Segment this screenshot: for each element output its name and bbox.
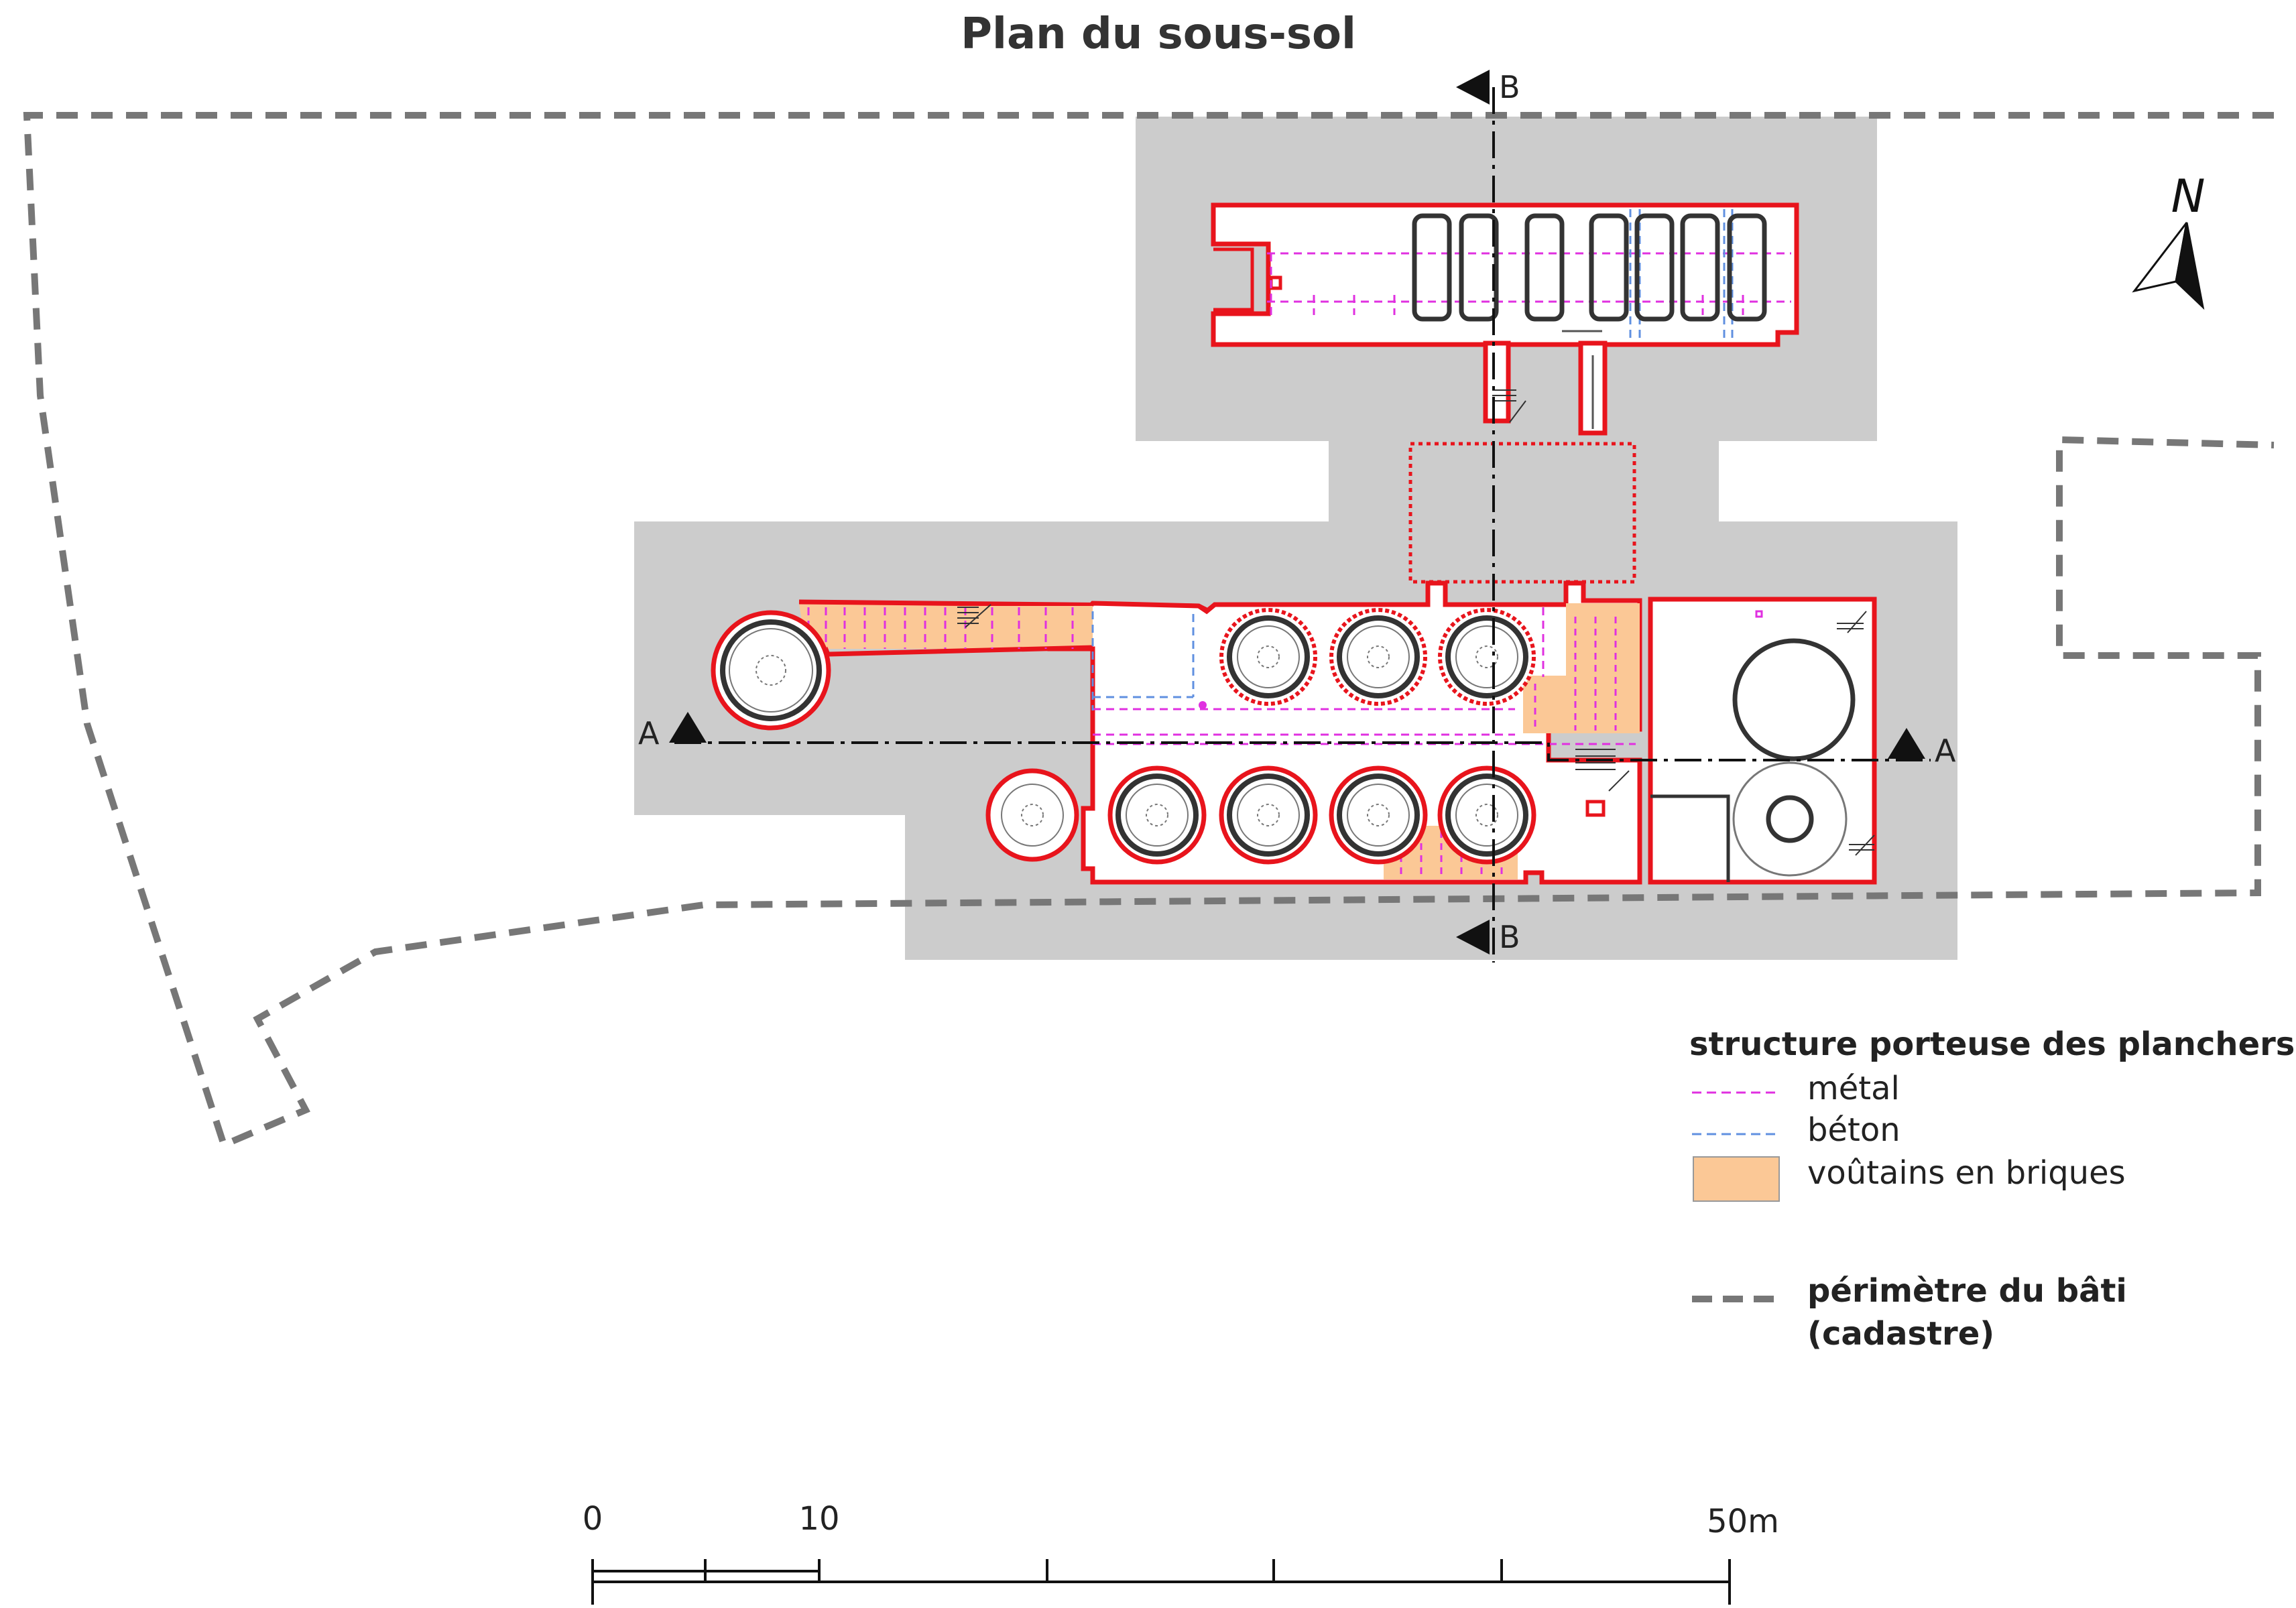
scale-bar: [591, 1559, 1731, 1605]
south-concrete-beams: [1091, 611, 1195, 710]
east-room: [1648, 597, 1877, 885]
north-tanks: [1412, 213, 1767, 322]
cadastre-perimeter: [23, 112, 2275, 1150]
section-label-b-bottom: B: [1499, 919, 1520, 955]
scale-label-0: 0: [583, 1500, 603, 1538]
legend-heading: structure porteuse des planchers: [1689, 1026, 2295, 1063]
round-tank: [1329, 765, 1428, 865]
stair-icon: [1837, 611, 1875, 856]
round-tank: [711, 610, 831, 731]
stair-icon: [957, 604, 991, 628]
brick-vault-ribs: [1400, 617, 1617, 878]
section-label-a-right: A: [1935, 733, 1956, 769]
page-title: Plan du sous-sol: [961, 9, 1356, 59]
round-tank: [1329, 608, 1427, 706]
north-arrow-icon: N: [2132, 170, 2206, 310]
legend-label-beton: béton: [1807, 1111, 1900, 1149]
section-arrow-icon: [1888, 728, 1925, 759]
round-tank: [1107, 765, 1207, 865]
legend-brick-swatch: [1693, 1156, 1780, 1202]
round-tank: [1438, 608, 1536, 706]
section-marker-b-bottom: B: [1456, 919, 1520, 955]
stair-icon: [1492, 389, 1526, 423]
round-tank: [1219, 608, 1317, 706]
section-line-a: [674, 741, 1931, 761]
legend: structure porteuse des planchers métal b…: [1689, 1026, 2295, 1353]
section-marker-a-right: A: [1888, 728, 1956, 769]
legend-label-perimeter: périmètre du bâti: [1807, 1272, 2127, 1310]
legend-label-metal: métal: [1807, 1070, 1900, 1107]
section-marker-a-left: A: [638, 712, 707, 751]
north-label: N: [2171, 170, 2206, 223]
stair-icon: [1575, 749, 1630, 792]
scale-label-10: 10: [798, 1500, 839, 1538]
legend-label-brick: voûtains en briques: [1807, 1154, 2126, 1192]
section-arrow-icon: [1456, 70, 1490, 105]
legend-label-cadastre: (cadastre): [1807, 1315, 1994, 1353]
round-tank: [1219, 765, 1318, 865]
round-tanks: [711, 608, 1536, 865]
section-marker-b-top: B: [1456, 69, 1520, 105]
section-arrow-icon: [1456, 920, 1490, 954]
round-tank: [1437, 765, 1536, 865]
section-label-a-left: A: [638, 715, 660, 751]
section-label-b-top: B: [1499, 69, 1520, 105]
round-tank: [985, 768, 1079, 862]
north-wing: [1211, 202, 1799, 347]
scale-label-50m: 50m: [1707, 1503, 1779, 1540]
connecting-passages: [1408, 330, 1636, 584]
section-arrow-icon: [669, 712, 707, 743]
